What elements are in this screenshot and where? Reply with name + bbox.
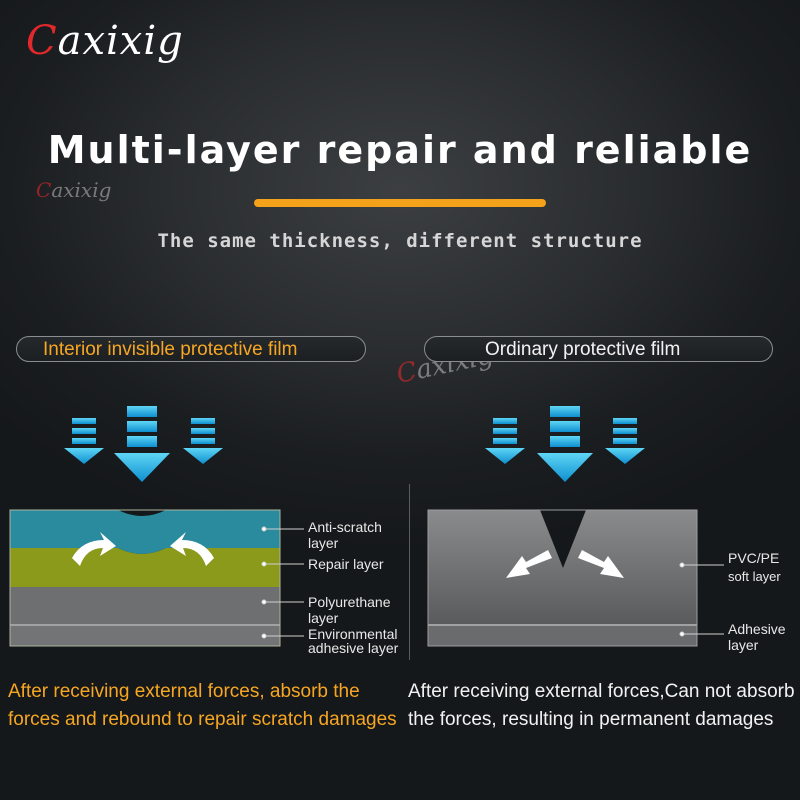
polyurethane-layer <box>10 587 280 624</box>
spread-arrow-icon <box>506 550 552 578</box>
spread-arrow-icon <box>578 550 624 578</box>
right-panel-description: After receiving external forces,Can not … <box>408 681 795 730</box>
force-arrow-icon <box>485 418 525 464</box>
page-title: Multi-layer repair and reliable <box>47 128 753 172</box>
label-repair: Repair layer <box>308 556 384 572</box>
rebound-arrow-icon <box>170 532 214 566</box>
page-subtitle: The same thickness, different structure <box>157 230 643 252</box>
adhesive-layer-left <box>10 626 280 646</box>
anti-scratch-layer <box>10 510 280 554</box>
title-underline <box>254 199 546 207</box>
force-arrow-icon <box>114 406 170 482</box>
right-layer-stack <box>427 509 698 647</box>
left-layer-stack <box>9 509 281 647</box>
rebound-arrow-icon <box>72 532 116 566</box>
force-arrow-icon <box>183 418 223 464</box>
left-panel-heading: Interior invisible protective film <box>16 336 366 362</box>
watermark-logo: Caxixig <box>36 178 112 202</box>
right-panel-heading: Ordinary protective film <box>424 336 773 362</box>
pvc-pe-soft-layer <box>428 510 697 624</box>
force-arrow-icon <box>537 406 593 482</box>
left-panel-description: After receiving external forces, absorb … <box>8 681 397 730</box>
force-arrow-icon <box>64 418 104 464</box>
panel-divider <box>409 484 410 660</box>
adhesive-layer-right <box>428 626 697 646</box>
brand-logo: Caxixig <box>26 18 184 64</box>
force-arrow-icon <box>605 418 645 464</box>
